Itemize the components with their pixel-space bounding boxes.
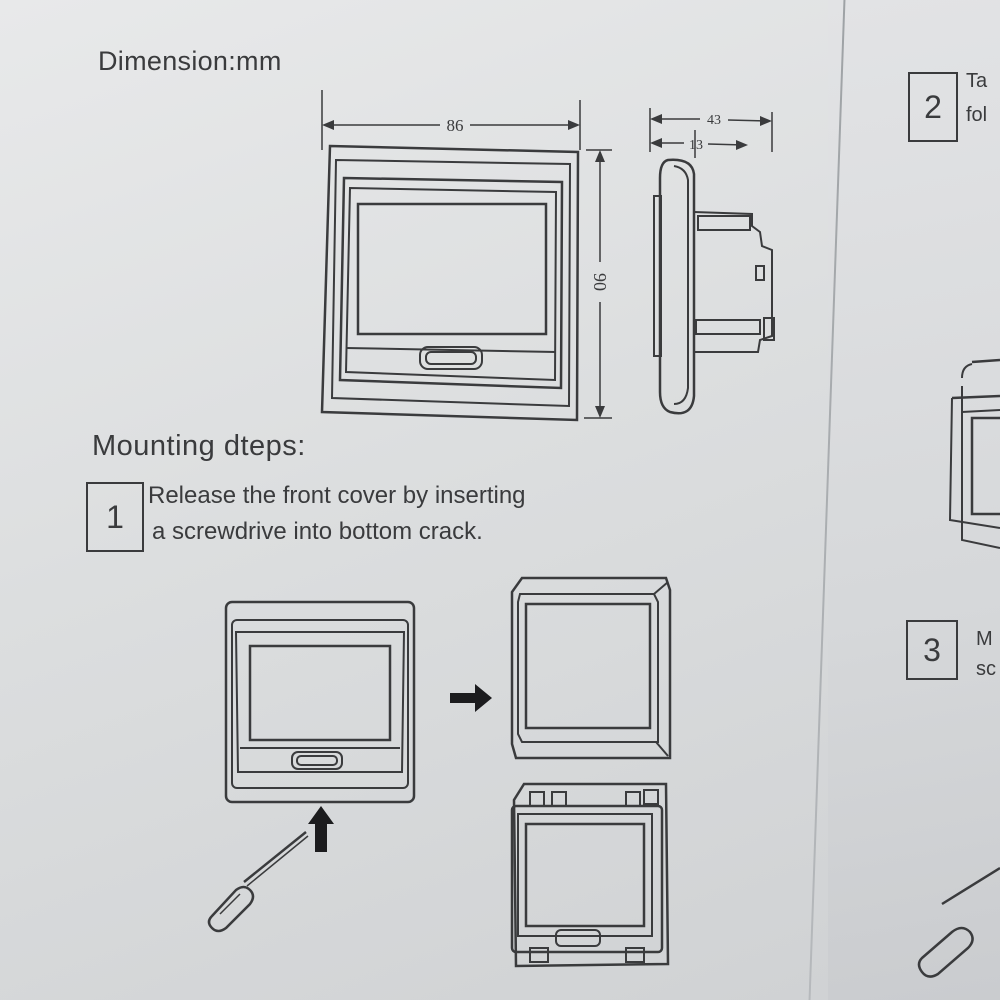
height-dimension-label: 90	[590, 273, 610, 291]
step-2-number-box: 2	[908, 72, 958, 142]
dimension-heading: Dimension:mm	[98, 46, 282, 76]
step-3-number-box: 3	[906, 620, 958, 680]
total-depth-label: 43	[707, 113, 721, 128]
step-2-text-line-2: fol	[966, 104, 988, 126]
step-3-text-line-1: M	[976, 628, 993, 650]
step-1-text-line-2: a screwdrive into bottom crack.	[152, 518, 483, 545]
width-dimension-label: 86	[447, 116, 464, 135]
arrow-up-icon	[308, 806, 334, 852]
base-frame-diagram	[510, 782, 670, 968]
step-1-text-line-1: Release the front cover by inserting	[148, 482, 526, 509]
mounting-heading: Mounting dteps:	[92, 430, 306, 462]
arrow-right-icon	[450, 684, 492, 712]
front-view-diagram: 86 90	[320, 90, 612, 422]
side-view-diagram: 43 13	[649, 108, 775, 415]
base-depth-label: 13	[689, 138, 703, 153]
step-1-number-box: 1	[86, 482, 144, 552]
step-3-number: 3	[923, 631, 941, 668]
screwdriver-icon	[207, 831, 309, 933]
step-2-text-line-1: Ta	[966, 70, 988, 92]
step-1-number: 1	[106, 498, 124, 535]
front-cover-diagram	[510, 576, 672, 760]
right-panel-partial-diagram	[917, 358, 1000, 978]
step-3-text-line-2: sc	[976, 658, 996, 680]
closed-thermostat-diagram	[224, 600, 416, 804]
step-2-number: 2	[924, 88, 942, 125]
